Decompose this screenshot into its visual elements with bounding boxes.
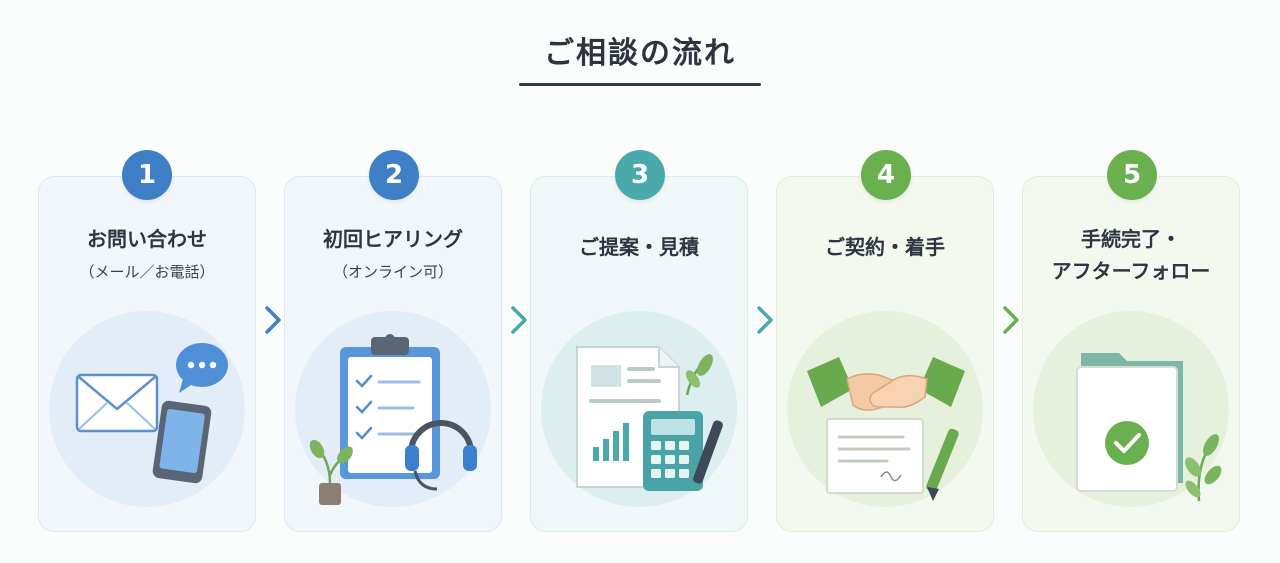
step-title: ご契約・着手 xyxy=(825,235,945,259)
folder-check-icon xyxy=(1076,353,1222,502)
step-title: ご提案・見積 xyxy=(579,235,699,259)
step-card-2: 初回ヒアリング （オンライン可） xyxy=(284,176,502,532)
handshake-contract-icon xyxy=(807,357,965,501)
step-number-badge: 4 xyxy=(861,150,911,200)
step-card-3: ご提案・見積 xyxy=(530,176,748,532)
step-subtitle: （オンライン可） xyxy=(332,263,453,281)
step-title-line-2: アフターフォロー xyxy=(1051,259,1211,283)
document-calculator-icon xyxy=(576,346,723,491)
step-title: 初回ヒアリング xyxy=(323,227,463,251)
step-title-line-1: 手続完了・ xyxy=(1081,227,1181,251)
step-subtitle: （メール／お電話） xyxy=(79,263,215,281)
chevron-right-icon xyxy=(757,306,773,334)
step-number-badge: 2 xyxy=(369,150,419,200)
chevron-right-icon xyxy=(511,306,527,334)
page-title: ご相談の流れ xyxy=(544,36,736,71)
step-number-badge: 1 xyxy=(122,150,172,200)
mail-phone-icon xyxy=(75,343,228,484)
chevron-right-icon xyxy=(1003,306,1019,334)
step-title: お問い合わせ xyxy=(87,227,207,251)
step-number-badge: 5 xyxy=(1107,150,1157,200)
chevron-right-icon xyxy=(265,306,281,334)
clipboard-headset-icon xyxy=(309,334,477,505)
step-number-badge: 3 xyxy=(615,150,665,200)
step-card-4: ご契約・着手 xyxy=(776,176,994,532)
step-card-5: 手続完了・ アフターフォロー xyxy=(1022,176,1240,532)
title-underline xyxy=(519,83,761,86)
step-card-1: お問い合わせ （メール／お電話） xyxy=(38,176,256,532)
